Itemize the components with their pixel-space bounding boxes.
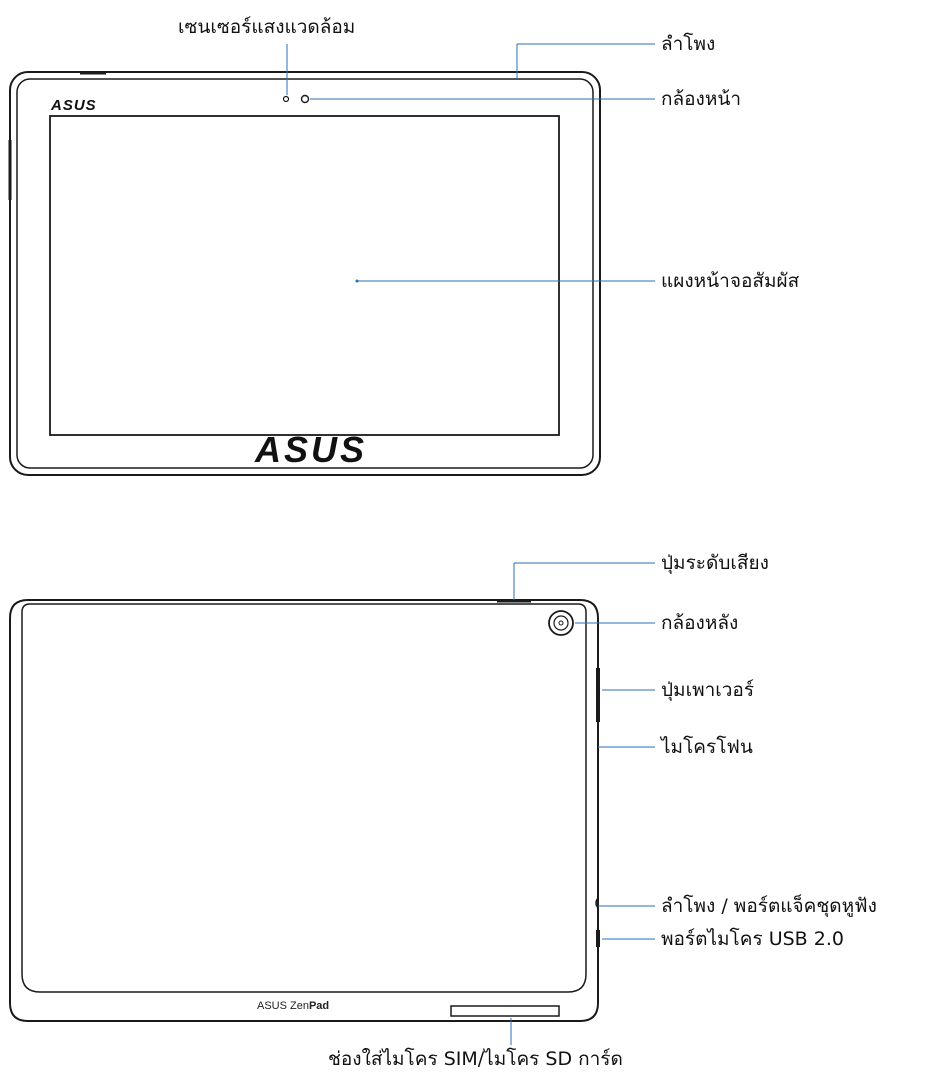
front-camera	[300, 94, 310, 104]
label-front-camera: กล้องหน้า	[661, 88, 742, 110]
sim-sd-slot	[450, 1005, 560, 1017]
label-volume-button: ปุ่มระดับเสียง	[661, 552, 769, 574]
label-speaker-headphone: ลำโพง / พอร์ตแจ็คชุดหูฟัง	[661, 895, 877, 917]
label-microphone: ไมโครโฟน	[661, 736, 753, 758]
tablet-back-view	[9, 599, 600, 1022]
label-micro-usb: พอร์ตไมโคร USB 2.0	[661, 928, 844, 950]
ambient-light-sensor	[282, 95, 290, 103]
model-suffix: Pad	[308, 1000, 330, 1012]
label-ambient-light-sensor: เซนเซอร์แสงแวดล้อม	[178, 16, 356, 38]
screen-center-dot	[355, 279, 359, 283]
front-leader-lines	[286, 43, 655, 282]
touch-screen-panel	[49, 115, 560, 436]
back-leader-lines	[510, 562, 655, 1045]
label-power-button: ปุ่มเพาเวอร์	[661, 679, 755, 701]
label-touch-screen: แผงหน้าจอสัมผัส	[661, 270, 800, 292]
model-prefix: ASUS Zen	[257, 1000, 309, 1012]
label-speaker: ลำโพง	[661, 33, 716, 55]
label-rear-camera: กล้องหลัง	[661, 612, 739, 634]
tablet-front-view	[8, 71, 601, 476]
model-name: ASUS ZenPad	[257, 1000, 329, 1012]
front-asus-logo: ASUS	[50, 97, 97, 114]
rear-camera	[548, 610, 574, 636]
back-asus-logo: ASUS	[254, 429, 367, 470]
label-sim-sd-slot: ช่องใส่ไมโคร SIM/ไมโคร SD การ์ด	[328, 1048, 623, 1070]
